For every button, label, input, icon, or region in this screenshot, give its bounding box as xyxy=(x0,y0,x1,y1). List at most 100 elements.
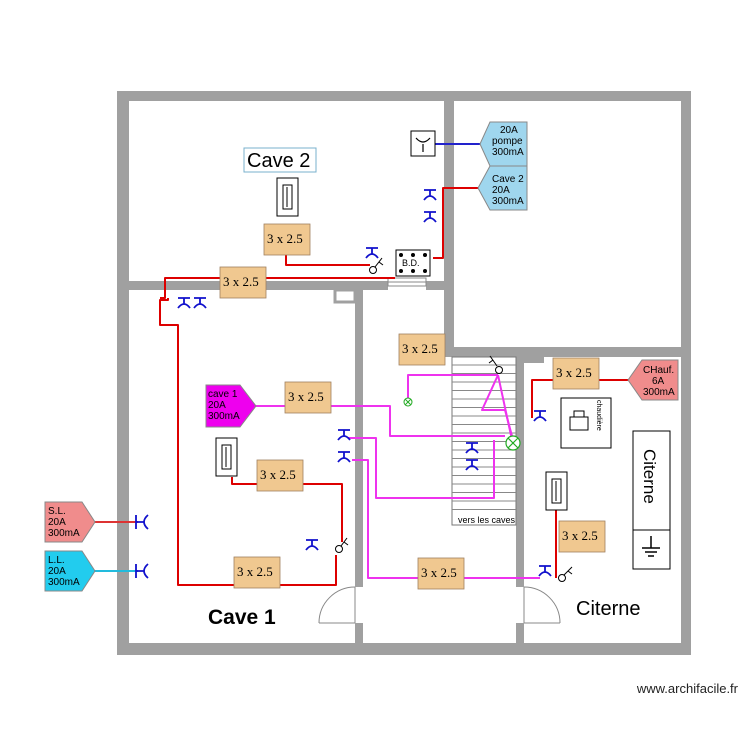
socket-icon xyxy=(305,539,319,551)
breaker-chauffage-line2: 6A xyxy=(652,376,665,387)
cable-label-text: 3 x 2.5 xyxy=(556,365,592,380)
cable-label-text: 3 x 2.5 xyxy=(562,528,598,543)
breaker-sl-line1: S.L. xyxy=(48,506,66,517)
ground-icon xyxy=(642,536,660,557)
socket-icon xyxy=(533,410,547,422)
switch-stair xyxy=(488,355,503,374)
room-label-citerne: Citerne xyxy=(576,598,640,620)
cable-label-text: 3 x 2.5 xyxy=(421,565,457,580)
cable-label-c1: 3 x 2.5 xyxy=(263,223,311,256)
cable-label-text: 3 x 2.5 xyxy=(237,564,273,579)
light-point-stair-small xyxy=(403,397,413,407)
wall-right xyxy=(681,91,691,655)
door-citerne xyxy=(523,586,561,624)
socket-icon xyxy=(337,451,351,463)
wall-cave2-east xyxy=(444,101,454,357)
light-points xyxy=(403,397,521,451)
cable-label-text: 3 x 2.5 xyxy=(267,231,303,246)
tube-light-citerne xyxy=(545,471,568,511)
stairs-label: vers les caves xyxy=(458,515,516,525)
breaker-cave1-line2: 20A xyxy=(208,400,226,411)
breaker-cave2-line1: Cave 2 xyxy=(492,174,524,185)
boiler-icon: chaudière xyxy=(560,397,612,449)
cable-labels: 3 x 2.5 3 x 2.5 3 x 2.5 3 x 2.5 3 x 2.5 3 x 2… xyxy=(219,223,606,590)
socket-icon xyxy=(193,297,207,309)
socket-icon xyxy=(177,297,191,309)
cable-label-c8: 3 x 2.5 xyxy=(233,556,281,589)
breaker-cave2: Cave 2 20A 300mA xyxy=(477,165,528,211)
breaker-cave2-line3: 300mA xyxy=(492,196,524,207)
cable-label-c4: 3 x 2.5 xyxy=(284,381,332,414)
wall-citerne-west-low xyxy=(516,623,524,643)
cave2-label-box xyxy=(243,147,317,173)
breaker-sl-line2: 20A xyxy=(48,517,66,528)
tube-light-cave2 xyxy=(276,177,299,217)
distribution-box-label: B.D. xyxy=(402,258,420,268)
cable-label-c3: 3 x 2.5 xyxy=(398,333,446,366)
switch-citerne xyxy=(558,566,573,582)
socket-icon xyxy=(337,429,351,441)
breaker-cave1: cave 1 20A 300mA xyxy=(205,384,257,428)
breaker-cave2-line2: 20A xyxy=(492,185,510,196)
wall-east-mid xyxy=(454,347,681,357)
wall-left xyxy=(117,91,129,655)
socket-icon xyxy=(465,442,479,454)
room-labels: Cave 2 Cave 1 Citerne xyxy=(208,147,640,629)
wall-top xyxy=(117,91,691,101)
cable-label-text: 3 x 2.5 xyxy=(402,341,438,356)
cable-label-text: 3 x 2.5 xyxy=(288,389,324,404)
socket-icon xyxy=(423,189,437,201)
switch-cave1 xyxy=(335,537,349,553)
breaker-pompe-line3: 300mA xyxy=(492,147,524,158)
cable-cave2-corridor xyxy=(160,277,395,299)
cable-stair-switch xyxy=(348,437,495,499)
breaker-pompe: 20A pompe 300mA xyxy=(479,121,528,167)
breaker-ll: L.L. 20A 300mA xyxy=(44,550,96,592)
room-label-cave1: Cave 1 xyxy=(208,606,276,629)
cable-label-c2: 3 x 2.5 xyxy=(219,266,267,299)
cable-label-text: 3 x 2.5 xyxy=(260,467,296,482)
wall-opening xyxy=(387,277,427,287)
wall-cave2-south-b xyxy=(426,281,454,290)
breaker-flags: 20A pompe 300mA Cave 2 20A 300mA cave 1 … xyxy=(44,121,679,592)
socket-icon xyxy=(365,247,379,259)
cable-label-c9: 3 x 2.5 xyxy=(417,557,465,590)
socket-icon xyxy=(538,565,552,577)
socket-icon xyxy=(465,459,479,471)
cable-cave2-feed xyxy=(433,187,478,259)
breaker-pompe-line1: 20A xyxy=(500,125,518,136)
wall-cave1-east-low xyxy=(355,623,363,643)
cable-label-c7: 3 x 2.5 xyxy=(558,520,606,553)
walls xyxy=(117,91,691,655)
light-fixtures xyxy=(215,177,568,511)
wall-citerne-top-stub xyxy=(524,357,544,363)
sockets xyxy=(135,189,552,579)
breaker-chauffage-line1: CHauf. xyxy=(643,365,674,376)
room-label-cave2: Cave 2 xyxy=(247,150,310,172)
breaker-ll-line1: L.L. xyxy=(48,555,65,566)
door-cave1 xyxy=(318,586,356,624)
breaker-sl: S.L. 20A 300mA xyxy=(44,501,96,543)
citerne-tank-label: Citerne xyxy=(640,449,659,504)
cable-stair-diag xyxy=(497,374,513,441)
pump-socket-icon xyxy=(410,130,436,157)
switch-cave2 xyxy=(369,257,384,274)
socket-icon xyxy=(135,563,149,579)
breaker-chauffage: CHauf. 6A 300mA xyxy=(627,359,679,401)
wall-citerne-west xyxy=(516,357,524,587)
breaker-ll-line2: 20A xyxy=(48,566,66,577)
socket-icon xyxy=(135,514,149,530)
breaker-chauffage-line3: 300mA xyxy=(643,387,675,398)
pillar xyxy=(333,288,357,304)
breaker-ll-line3: 300mA xyxy=(48,577,80,588)
tube-light-cave1 xyxy=(215,437,238,477)
distribution-box-icon: B.D. xyxy=(395,249,431,277)
breaker-sl-line3: 300mA xyxy=(48,528,80,539)
cable-label-c5: 3 x 2.5 xyxy=(552,357,600,390)
cable-label-c6: 3 x 2.5 xyxy=(256,459,304,492)
breaker-cave1-line1: cave 1 xyxy=(208,389,238,400)
boiler-label: chaudière xyxy=(595,400,602,431)
breaker-pompe-line2: pompe xyxy=(492,136,523,147)
light-point-stair xyxy=(505,435,521,451)
